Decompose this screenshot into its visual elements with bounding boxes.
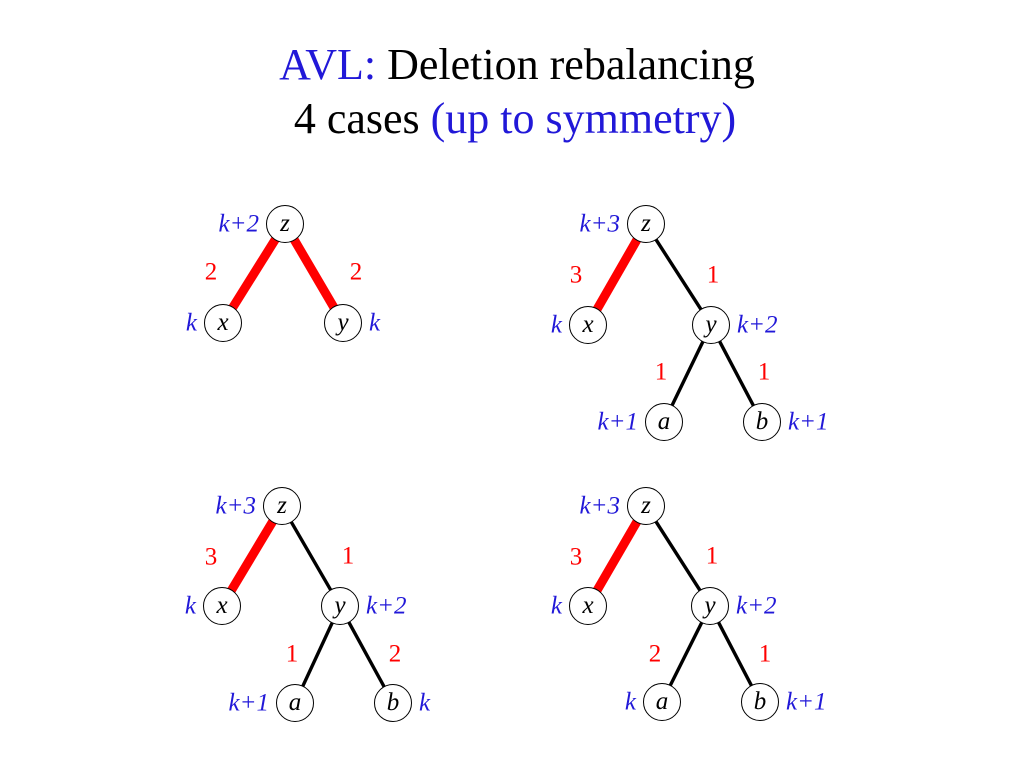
tree-node-case-4-a: a	[643, 683, 681, 721]
title-cases-count: 4 cases	[293, 93, 420, 143]
node-height-label: k+1	[597, 408, 638, 436]
tree-edge-case-4-z-x	[592, 518, 642, 594]
tree-node-case-2-z: z	[627, 205, 665, 243]
node-height-label: k+3	[215, 492, 256, 520]
tree-edge-case-4-z-y	[653, 519, 703, 593]
tree-edge-case-3-z-x	[226, 518, 278, 594]
tree-node-case-3-a: a	[276, 684, 314, 722]
tree-edge-case-2-y-b	[717, 339, 756, 408]
edge-weight-label: 2	[648, 640, 662, 668]
node-label: b	[386, 688, 400, 716]
slide-title: AVL: Deletion rebalancing 4 cases (up to…	[0, 38, 1024, 145]
node-height-label: k+2	[218, 210, 259, 238]
edge-weight-label: 2	[349, 258, 363, 286]
tree-edge-case-3-z-y	[289, 519, 333, 593]
edge-weight-label: 2	[388, 640, 402, 668]
tree-node-case-2-b: b	[743, 403, 781, 441]
edge-weight-label: 3	[204, 543, 218, 571]
node-height-label: k+3	[579, 492, 620, 520]
edge-weight-label: 1	[758, 640, 772, 668]
title-line-1: AVL: Deletion rebalancing	[0, 38, 1024, 92]
tree-edge-case-2-y-a	[669, 339, 706, 408]
title-symmetry-note: (up to symmetry)	[430, 93, 737, 143]
tree-node-case-3-b: b	[374, 684, 412, 722]
tree-node-case-1-y: y	[324, 304, 362, 342]
node-label: y	[334, 591, 346, 619]
node-height-label: k	[184, 592, 196, 620]
node-label: x	[216, 591, 228, 619]
node-label: a	[657, 407, 671, 435]
title-line-2: 4 cases (up to symmetry)	[0, 92, 1024, 146]
tree-node-case-4-x: x	[569, 587, 607, 625]
node-label: y	[704, 591, 716, 619]
tree-edge-case-2-z-y	[653, 237, 704, 312]
edge-weight-label: 1	[285, 640, 299, 668]
node-label: x	[582, 591, 594, 619]
node-label: z	[280, 209, 290, 237]
node-height-label: k	[369, 309, 381, 337]
node-label: x	[217, 308, 229, 336]
tree-node-case-1-x: x	[204, 304, 242, 342]
node-label: b	[753, 687, 767, 715]
edge-weight-label: 3	[569, 543, 583, 571]
node-label: z	[641, 491, 651, 519]
node-height-label: k+2	[737, 311, 778, 339]
tree-edge-case-2-z-x	[592, 236, 642, 313]
node-height-label: k	[550, 592, 562, 620]
tree-node-case-2-y: y	[692, 306, 730, 344]
node-height-label: k+1	[228, 689, 269, 717]
edge-weight-label: 1	[705, 542, 719, 570]
node-label: z	[277, 491, 287, 519]
node-label: a	[288, 688, 302, 716]
node-label: a	[655, 687, 669, 715]
tree-node-case-4-y: y	[691, 587, 729, 625]
tree-node-case-3-x: x	[203, 587, 241, 625]
tree-node-case-3-z: z	[263, 487, 301, 525]
tree-edge-case-4-y-b	[716, 620, 754, 688]
node-height-label: k+2	[736, 592, 777, 620]
node-height-label: k	[624, 688, 636, 716]
tree-edge-case-4-y-a	[668, 620, 704, 688]
edge-weight-label: 2	[204, 258, 218, 286]
tree-node-case-2-a: a	[645, 403, 683, 441]
node-label: b	[755, 407, 769, 435]
tree-edge-case-1-z-x	[228, 236, 280, 311]
node-height-label: k	[419, 689, 431, 717]
node-height-label: k+1	[788, 408, 829, 436]
title-avl-prefix: AVL:	[279, 40, 377, 89]
node-label: z	[641, 209, 651, 237]
tree-node-case-2-x: x	[569, 306, 607, 344]
tree-edge-case-1-z-y	[289, 236, 339, 311]
tree-edge-case-3-y-a	[300, 620, 335, 689]
edge-weight-label: 1	[706, 261, 720, 289]
edge-weight-label: 1	[654, 358, 668, 386]
node-height-label: k+1	[786, 688, 827, 716]
node-label: x	[582, 310, 594, 338]
tree-node-case-1-z: z	[266, 205, 304, 243]
node-label: y	[705, 310, 717, 338]
node-height-label: k	[550, 311, 562, 339]
tree-node-case-4-b: b	[741, 683, 779, 721]
edge-weight-label: 1	[341, 542, 355, 570]
node-height-label: k+3	[579, 210, 620, 238]
tree-node-case-3-y: y	[321, 587, 359, 625]
node-label: y	[337, 308, 349, 336]
edge-weight-label: 3	[569, 261, 583, 289]
tree-edge-case-3-y-b	[346, 620, 387, 689]
node-height-label: k+2	[366, 592, 407, 620]
tree-node-case-4-z: z	[627, 487, 665, 525]
node-height-label: k	[185, 309, 197, 337]
edge-weight-label: 1	[757, 358, 771, 386]
title-main-text-2: Deletion rebalancing	[387, 40, 755, 89]
